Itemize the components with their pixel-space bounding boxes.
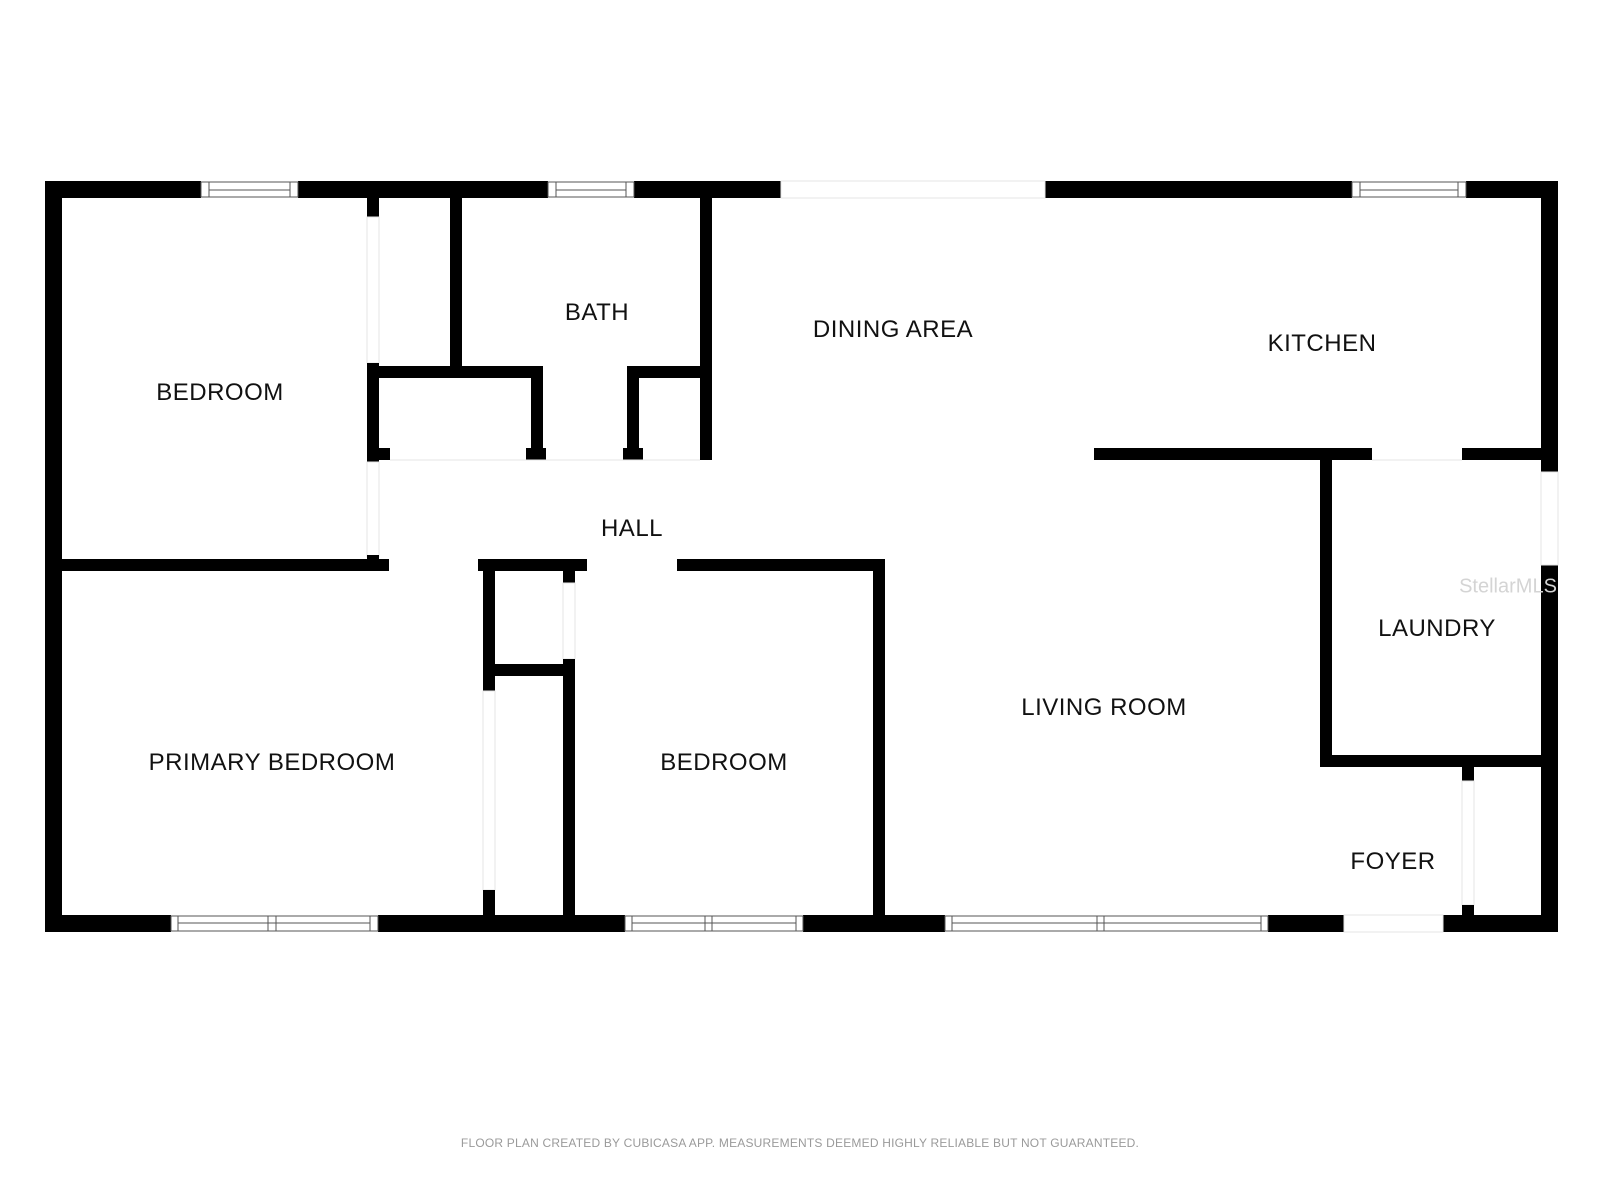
watermark: StellarMLS xyxy=(1459,575,1557,598)
room-label-bath: BATH xyxy=(564,299,630,326)
room-label-foyer: FOYER xyxy=(1350,848,1436,875)
room-label-living-room: LIVING ROOM xyxy=(1021,694,1187,721)
room-label-bedroom-2: BEDROOM xyxy=(660,749,788,776)
room-label-kitchen: KITCHEN xyxy=(1267,330,1377,357)
room-label-hall: HALL xyxy=(600,515,664,542)
interior-walls xyxy=(62,198,1541,915)
room-label-dining-area: DINING AREA xyxy=(812,316,974,343)
exterior-walls xyxy=(45,181,1558,932)
room-label-bedroom-1: BEDROOM xyxy=(156,379,284,406)
footer-disclaimer: FLOOR PLAN CREATED BY CUBICASA APP. MEAS… xyxy=(460,1136,1140,1150)
openings xyxy=(780,180,1559,933)
room-label-laundry: LAUNDRY xyxy=(1378,615,1496,642)
windows xyxy=(170,181,1467,932)
room-label-primary-bedroom: PRIMARY BEDROOM xyxy=(148,749,396,776)
